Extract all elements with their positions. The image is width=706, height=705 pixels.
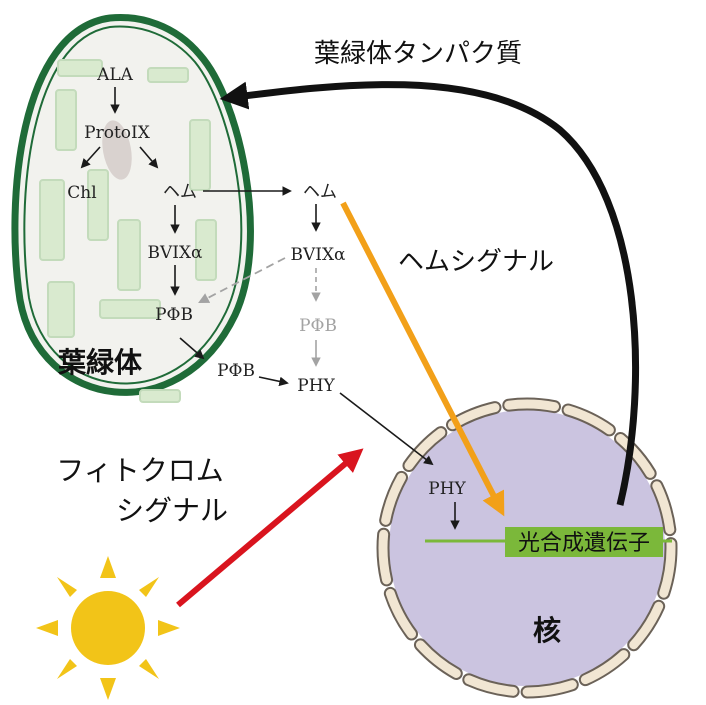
chloroplast-label: 葉緑体: [57, 346, 143, 379]
cytosol-pathway-arrows: [179, 186, 460, 530]
cytosol-heme-label: ヘム: [303, 182, 337, 202]
ala-label: ALA: [96, 65, 134, 85]
cytosol-pfb-faded-label: PΦB: [299, 316, 337, 336]
photosynthesis-genes-label: 光合成遺伝子: [518, 531, 650, 556]
chl-label: Chl: [67, 183, 96, 203]
phytochrome-signal-label-line2: シグナル: [116, 494, 228, 527]
chloroplast-heme-label: ヘム: [163, 182, 197, 202]
chloroplast-inner-membrane: [23, 25, 243, 385]
nucleus-label: 核: [533, 614, 561, 647]
protoix-label: ProtoIX: [84, 123, 151, 143]
chloroplast-protein-arrow: [219, 81, 640, 506]
chloroplast-pfb-label: PΦB: [155, 305, 193, 325]
thylakoid-stacks: [39, 59, 217, 403]
heme-signal-label: ヘムシグナル: [398, 247, 554, 277]
nuclear-envelope: [378, 399, 676, 697]
gene-band: [505, 527, 663, 557]
phytochrome-signal-label-line1: フィトクロム: [56, 454, 223, 487]
chloroplast-pathway-arrows: [80, 87, 180, 296]
cytosol-phy-label: PHY: [297, 376, 335, 396]
chloroplast-bvixa-label: BVIXα: [147, 243, 203, 263]
chloroplast: [11, 14, 254, 403]
light-signal-arrow: [176, 448, 364, 608]
cytosol-pfb-label: PΦB: [217, 361, 255, 381]
sun-icon: [36, 556, 180, 700]
chloroplast-protein-label: 葉緑体タンパク質: [314, 39, 522, 69]
starch-granule: [102, 120, 132, 180]
cytosol-bvixa-label: BVIXα: [290, 245, 346, 265]
nucleus-phy-label: PHY: [428, 479, 466, 499]
heme-signal-arrow: [340, 201, 505, 517]
